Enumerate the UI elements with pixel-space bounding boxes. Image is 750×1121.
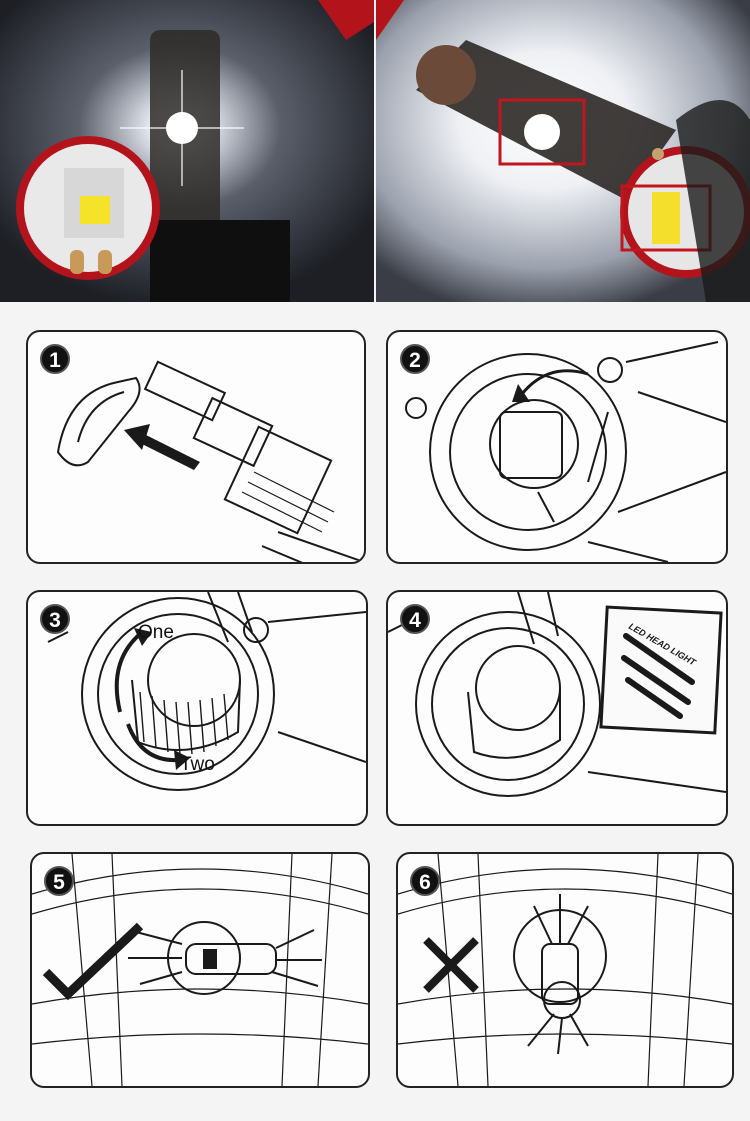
step-number-3: 3	[40, 604, 70, 634]
step-number-1: 1	[40, 344, 70, 374]
step-number-2: 2	[400, 344, 430, 374]
step-5-panel: 5	[30, 852, 370, 1088]
step-6-illustration	[398, 854, 732, 1086]
step-2-panel: 2	[386, 330, 728, 564]
check-mark-icon	[42, 922, 144, 1001]
step-2-illustration	[405, 341, 726, 562]
step-number-6: 6	[410, 866, 440, 896]
led-bulb-photo-right	[376, 0, 750, 302]
step-3-illustration	[47, 592, 366, 791]
step-4-illustration: LED HEAD LIGHT	[388, 592, 726, 797]
led-bulb-photo-left	[0, 0, 374, 302]
step-number-5: 5	[44, 866, 74, 896]
step-number-4: 4	[400, 604, 430, 634]
x-mark-icon	[423, 937, 479, 993]
step-1-panel: 1	[26, 330, 366, 564]
rotation-label-one: One	[138, 622, 174, 643]
step-6-panel: 6	[396, 852, 734, 1088]
step-3-panel: 3 One Two	[26, 590, 368, 826]
step-5-illustration	[32, 854, 368, 1086]
step-4-panel: LED HEAD LIGHT 4	[386, 590, 728, 826]
step-1-illustration	[56, 360, 364, 562]
rotation-label-two: Two	[180, 754, 215, 775]
